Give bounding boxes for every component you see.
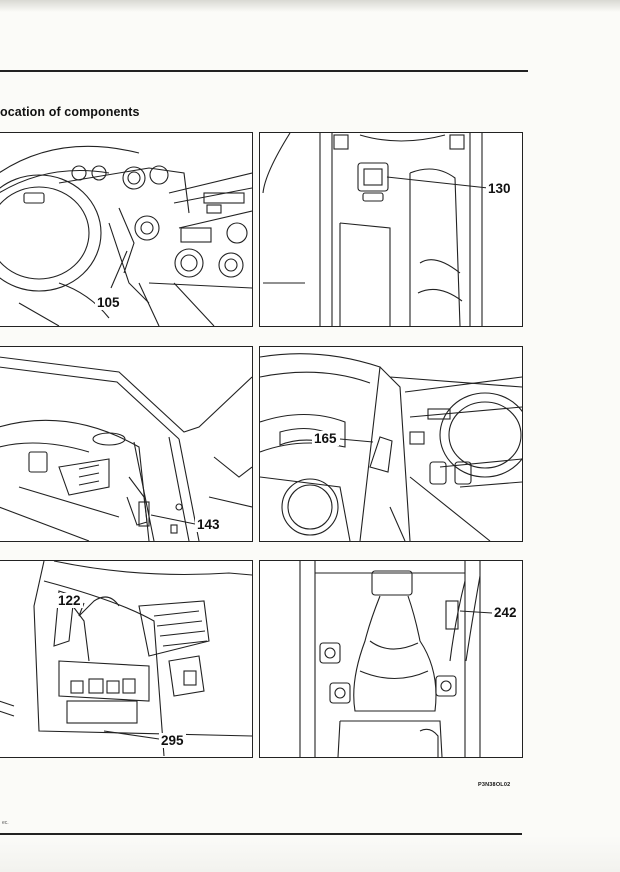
callout-143: 143 [195, 517, 222, 532]
panel-door-pillar-left: 143 [0, 346, 253, 542]
panel-center-console-switch: 130 [259, 132, 523, 327]
callout-130: 130 [486, 181, 513, 196]
header-rule [0, 70, 528, 72]
panel-fuse-relay-box: 122 295 [0, 560, 253, 758]
panel-gear-lever-console: 242 [259, 560, 523, 758]
section-title: ocation of components [0, 105, 140, 119]
callout-105: 105 [95, 295, 122, 310]
scan-bottom-shade [0, 836, 620, 872]
panel-door-pillar-right: 165 [259, 346, 523, 542]
footer-rule [0, 833, 522, 835]
callout-295: 295 [159, 733, 186, 748]
callout-242: 242 [492, 605, 519, 620]
scan-top-shadow [0, 0, 620, 12]
callout-122: 122 [56, 593, 83, 608]
panel-dashboard-steering: 105 [0, 132, 253, 327]
edge-mark: ec. [2, 820, 9, 826]
figure-code: P3N38OL02 [478, 782, 511, 788]
callout-165: 165 [312, 431, 339, 446]
